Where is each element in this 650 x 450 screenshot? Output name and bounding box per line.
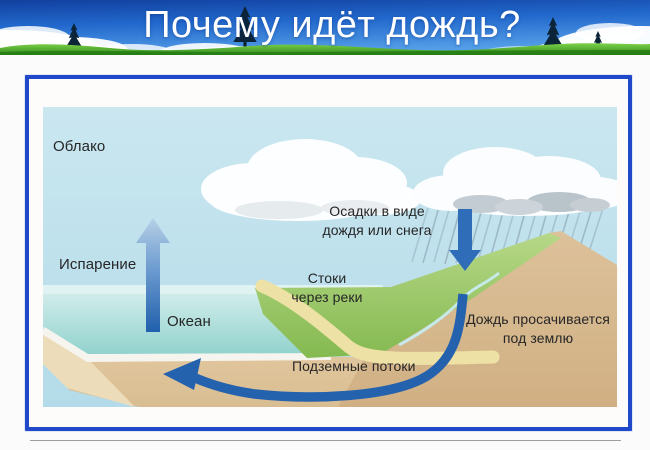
label-underground: Подземные потоки bbox=[292, 358, 416, 374]
label-cloud: Облако bbox=[53, 138, 106, 155]
cloud-left-icon bbox=[201, 139, 421, 221]
banner-art bbox=[0, 0, 650, 55]
label-evaporation: Испарение bbox=[59, 256, 137, 273]
evaporation-arrow-icon bbox=[136, 218, 170, 332]
label-seepage: Дождь просачивается под землю bbox=[466, 311, 610, 346]
label-runoff: Стоки через реки bbox=[291, 270, 363, 305]
precipitation-arrow-icon bbox=[449, 209, 481, 271]
underground-flow-arrow-icon bbox=[163, 293, 468, 402]
banner-grass-strip bbox=[0, 43, 650, 55]
cloud-right-icon bbox=[413, 147, 617, 216]
banner: Почему идёт дождь? bbox=[0, 0, 650, 55]
footer-divider bbox=[30, 440, 621, 441]
label-precipitation: Осадки в виде дождя или снега bbox=[322, 203, 432, 238]
slide-title: Почему идёт дождь? bbox=[143, 4, 521, 46]
water-cycle-diagram: Облако Испарение Океан Осадки в виде дож… bbox=[43, 107, 617, 407]
label-ocean: Океан bbox=[167, 313, 211, 330]
beach-sand bbox=[255, 279, 500, 365]
ground-top-rim bbox=[43, 326, 332, 363]
diagram-frame: Облако Испарение Океан Осадки в виде дож… bbox=[25, 75, 632, 431]
